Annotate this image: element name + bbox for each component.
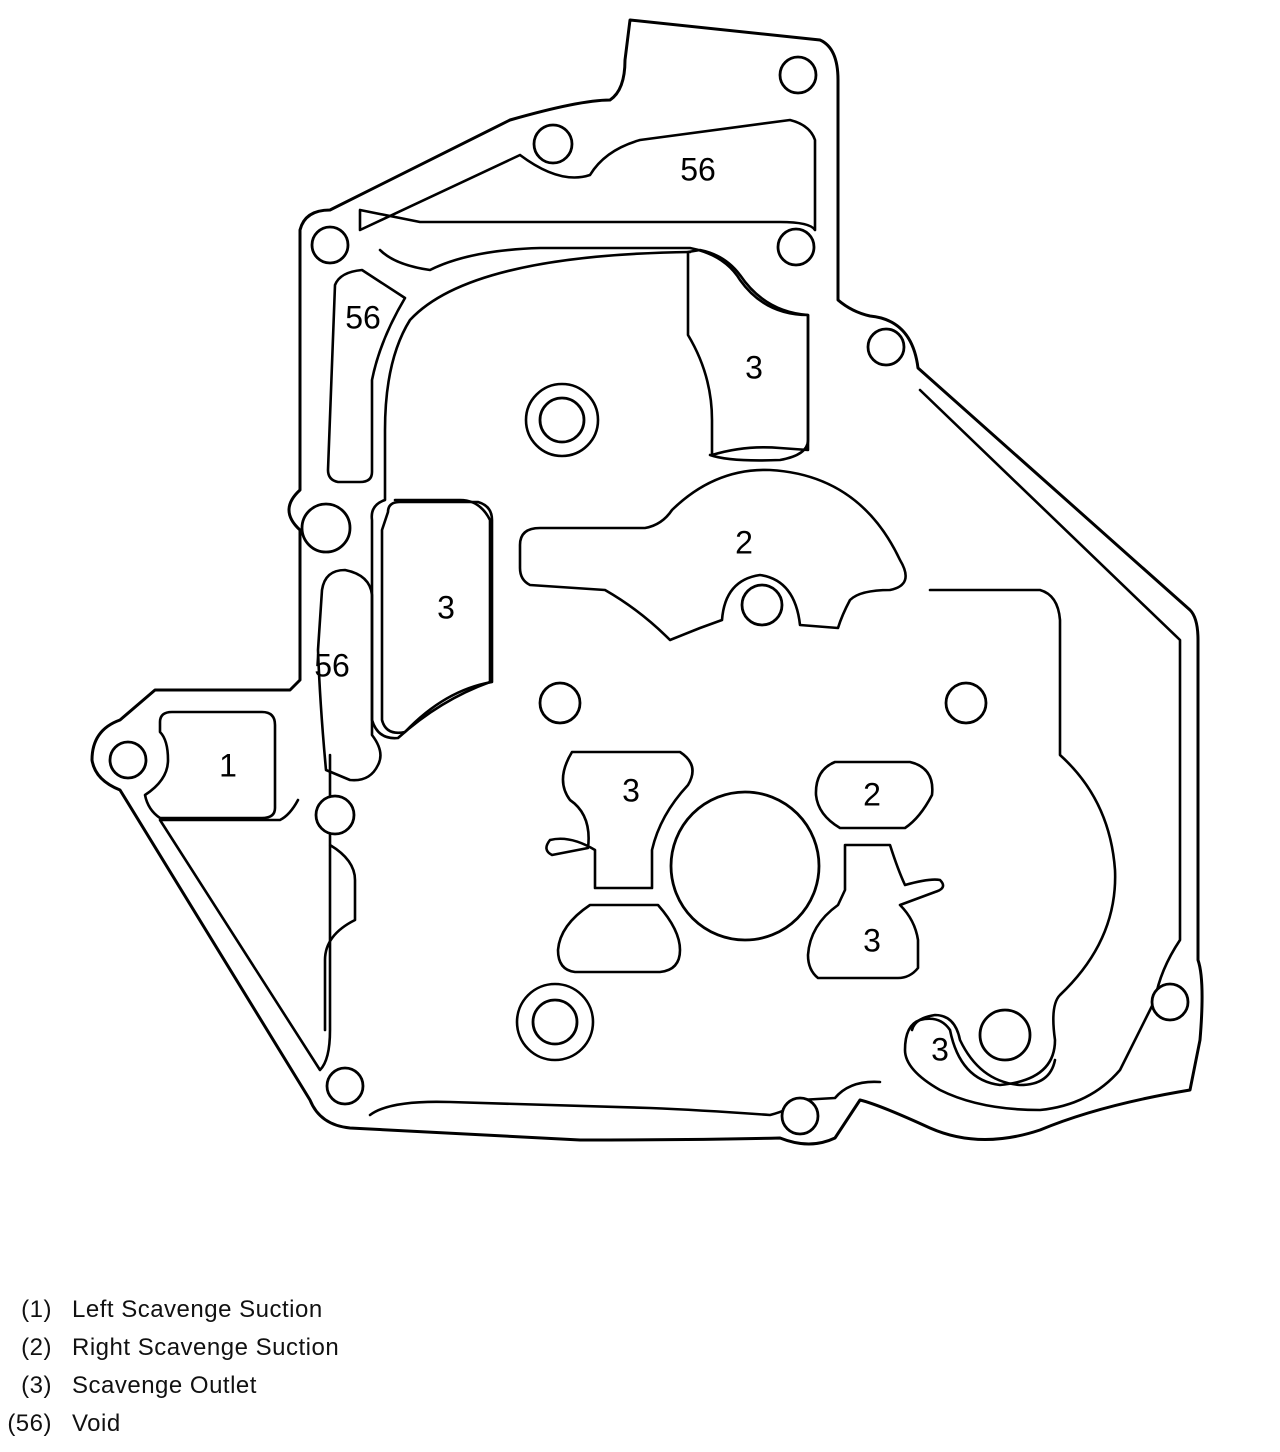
void-mid-left-region xyxy=(316,568,382,782)
large-chamber-edge xyxy=(370,250,692,740)
outlet-bottom-right-region xyxy=(910,1013,1057,1087)
right-suction-upper-region xyxy=(518,468,907,642)
bolt-hole xyxy=(532,123,574,165)
bolt-hole xyxy=(300,502,352,554)
legend-number: (56) xyxy=(7,1410,52,1437)
lower-chamber-edge xyxy=(158,753,357,1072)
label-right-suction-center: 2 xyxy=(863,776,881,812)
outlet-center-region xyxy=(545,750,694,890)
outlet-lower-center-left-region xyxy=(556,903,682,974)
gasket-diagram: 56 56 56 3 3 3 3 3 2 2 1 xyxy=(90,18,1204,1146)
label-outlet-lower-center: 3 xyxy=(863,922,881,958)
right-suction-center-region xyxy=(814,760,934,830)
bolt-hole xyxy=(780,1096,820,1136)
bolt-hole xyxy=(538,396,586,444)
label-void-upper-left: 56 xyxy=(345,299,381,335)
outlet-left-region xyxy=(380,500,494,735)
legend-item: (56) Void xyxy=(0,1410,500,1448)
bolt-hole xyxy=(108,740,148,780)
gasket-outer-edge xyxy=(90,18,1204,1146)
bolt-hole xyxy=(538,681,582,725)
outlet-lower-center-region xyxy=(806,843,945,980)
legend-number: (3) xyxy=(21,1372,52,1399)
bolt-hole xyxy=(978,1008,1032,1062)
legend-text: Void xyxy=(72,1410,121,1437)
bolt-hole xyxy=(314,794,356,836)
bolt-hole-ring xyxy=(524,382,600,458)
void-upper-left-region xyxy=(326,268,407,484)
right-chamber-edge xyxy=(903,388,1182,1112)
bolt-hole xyxy=(310,225,350,265)
bolt-hole xyxy=(1150,982,1190,1022)
label-outlet-bottom-right: 3 xyxy=(931,1031,949,1067)
bolt-hole-ring xyxy=(515,982,595,1062)
bolt-hole xyxy=(866,327,906,367)
legend-number: (2) xyxy=(21,1334,52,1361)
center-bore-hole xyxy=(669,790,821,942)
inner-chamber-edge xyxy=(378,246,810,462)
legend-item: (2) Right Scavenge Suction xyxy=(0,1334,500,1372)
legend-number: (1) xyxy=(21,1296,52,1323)
legend-item: (3) Scavenge Outlet xyxy=(0,1372,500,1410)
bolt-hole xyxy=(531,998,579,1046)
legend: (1) Left Scavenge Suction (2) Right Scav… xyxy=(0,1296,500,1448)
label-left-suction: 1 xyxy=(219,747,237,783)
bottom-chamber-edge xyxy=(368,1080,882,1117)
legend-text: Left Scavenge Suction xyxy=(72,1296,323,1323)
bolt-hole xyxy=(944,681,988,725)
inner-main-edge xyxy=(358,118,817,232)
label-outlet-upper-right: 3 xyxy=(745,349,763,385)
bolt-hole xyxy=(325,1066,365,1106)
label-right-suction-upper: 2 xyxy=(735,524,753,560)
left-suction-region xyxy=(143,710,277,820)
label-outlet-left: 3 xyxy=(437,589,455,625)
bolt-hole xyxy=(776,227,816,267)
legend-text: Scavenge Outlet xyxy=(72,1372,257,1399)
bolt-hole xyxy=(740,583,784,627)
legend-item: (1) Left Scavenge Suction xyxy=(0,1296,500,1334)
outlet-upper-right-region xyxy=(686,248,810,457)
label-outlet-center: 3 xyxy=(622,772,640,808)
label-void-mid-left: 56 xyxy=(314,647,350,683)
legend-text: Right Scavenge Suction xyxy=(72,1334,340,1361)
label-void-top: 56 xyxy=(680,151,716,187)
bolt-hole xyxy=(778,55,818,95)
